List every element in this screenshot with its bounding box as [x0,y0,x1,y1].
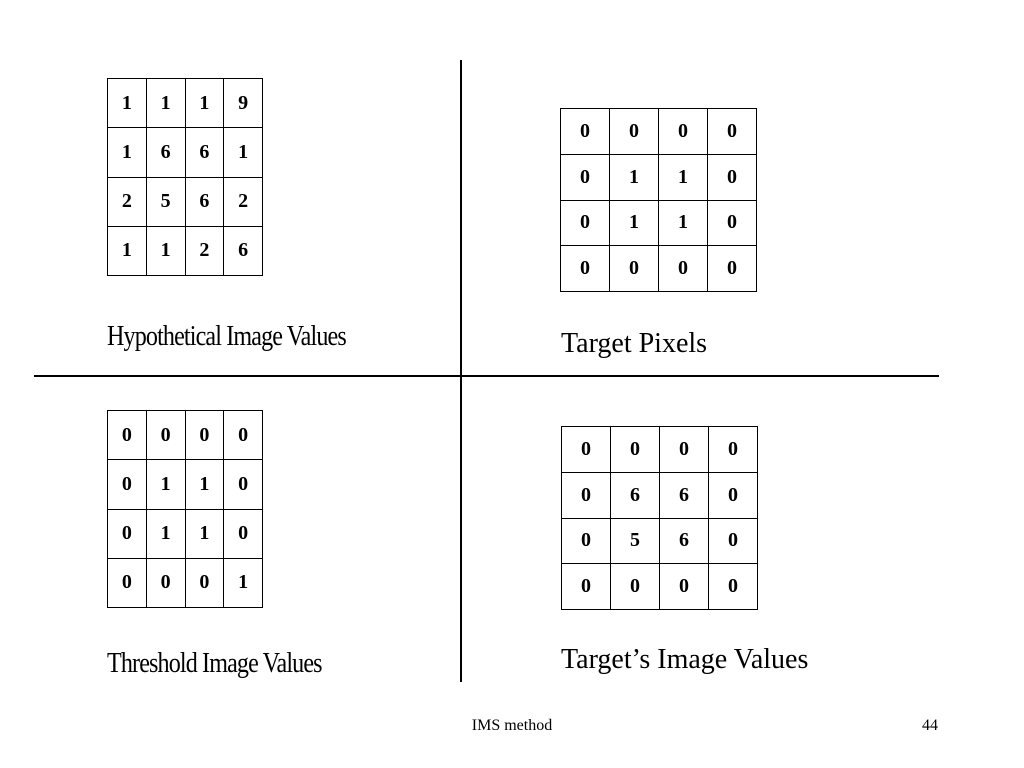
grid-cell: 5 [146,177,186,227]
grid-cell: 0 [146,558,186,608]
grid-cell: 1 [185,79,225,129]
grid-cell: 0 [185,558,225,608]
grid-cell: 1 [108,79,147,129]
grid-cell: 0 [185,411,225,461]
target-pixels-caption: Target Pixels [561,328,708,359]
grid-cell: 0 [562,564,611,610]
grid-cell: 6 [660,518,709,565]
grid-cell: 1 [146,79,186,129]
grid-cell: 1 [146,226,186,276]
grid-cell: 0 [708,109,757,155]
grid-cell: 0 [708,200,757,247]
grid-cell: 2 [224,177,263,227]
grid-cell: 0 [709,472,758,519]
grid-cell: 0 [561,109,610,155]
grid-cell: 1 [146,509,186,559]
grid-cell: 1 [146,460,186,510]
grid-cell: 1 [224,558,263,608]
grid-cell: 6 [224,226,263,276]
grid-cell: 1 [185,460,225,510]
grid-cell: 0 [611,427,660,473]
grid-cell: 1 [610,200,659,247]
grid-cell: 0 [610,109,659,155]
grid-cell: 6 [146,128,186,178]
grid-cell: 0 [709,518,758,565]
grid-cell: 6 [185,128,225,178]
grid-cell: 1 [108,128,147,178]
grid-cell: 0 [660,564,709,610]
grid-cell: 0 [659,109,708,155]
grid-cell: 2 [185,226,225,276]
page-number: 44 [922,717,938,734]
grid-cell: 0 [108,558,147,608]
grid-cell: 1 [610,154,659,201]
grid-cell: 0 [611,564,660,610]
grid-cell: 0 [562,427,611,473]
grid-cell: 0 [561,154,610,201]
grid-cell: 0 [108,509,147,559]
grid-cell: 0 [708,154,757,201]
grid-cell: 6 [660,472,709,519]
footer-title: IMS method [471,717,553,734]
grid-cell: 9 [224,79,263,129]
grid-cell: 0 [709,564,758,610]
grid-cell: 0 [561,200,610,247]
grid-cell: 0 [561,246,610,292]
threshold-values-grid: 0 0 0 0 0 1 1 0 0 1 1 0 0 0 0 1 [107,410,263,608]
grid-cell: 2 [108,177,147,227]
threshold-values-caption: Threshold Image Values [107,648,323,679]
grid-cell: 0 [224,509,263,559]
grid-cell: 0 [108,411,147,461]
grid-cell: 0 [659,246,708,292]
grid-cell: 1 [224,128,263,178]
target-image-values-grid: 0 0 0 0 0 6 6 0 0 5 6 0 0 0 0 0 [561,426,758,610]
grid-cell: 1 [659,200,708,247]
grid-cell: 0 [708,246,757,292]
target-image-values-caption: Target’s Image Values [561,644,809,675]
grid-cell: 6 [185,177,225,227]
hypothetical-values-caption: Hypothetical Image Values [107,321,347,352]
grid-cell: 0 [224,411,263,461]
target-pixels-grid: 0 0 0 0 0 1 1 0 0 1 1 0 0 0 0 0 [560,108,757,292]
grid-cell: 0 [709,427,758,473]
horizontal-divider [34,375,939,377]
hypothetical-values-grid: 1 1 1 9 1 6 6 1 2 5 6 2 1 1 2 6 [107,78,263,276]
grid-cell: 0 [108,460,147,510]
grid-cell: 0 [610,246,659,292]
grid-cell: 0 [562,518,611,565]
grid-cell: 0 [146,411,186,461]
grid-cell: 1 [185,509,225,559]
grid-cell: 0 [224,460,263,510]
grid-cell: 5 [611,518,660,565]
vertical-divider [460,60,462,682]
grid-cell: 1 [108,226,147,276]
grid-cell: 6 [611,472,660,519]
grid-cell: 0 [562,472,611,519]
grid-cell: 0 [660,427,709,473]
grid-cell: 1 [659,154,708,201]
